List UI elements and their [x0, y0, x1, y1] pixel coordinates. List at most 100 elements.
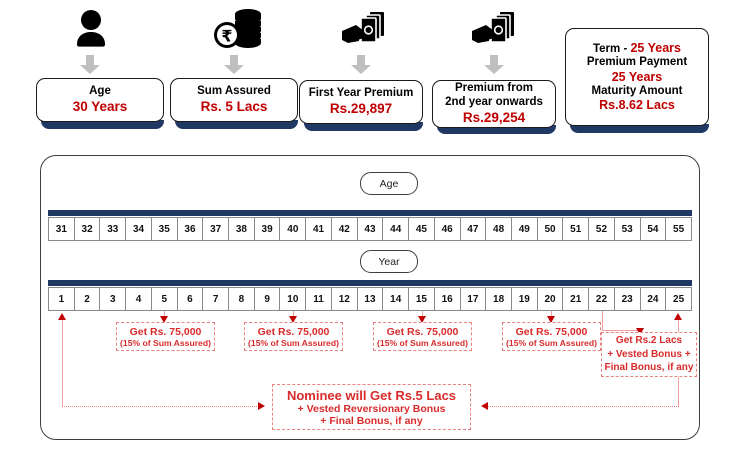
survival-benefit-year-5-title: Get Rs. 75,000: [129, 325, 202, 338]
year-cell-4[interactable]: 4: [126, 287, 152, 311]
year-cell-7[interactable]: 7: [203, 287, 230, 311]
survival-benefit-year-20-title: Get Rs. 75,000: [515, 325, 588, 338]
maturity-benefit-callout: Get Rs.2 Lacs + Vested Bonus + Final Bon…: [601, 332, 697, 377]
year-cell-2[interactable]: 2: [74, 287, 101, 311]
year-cell-11[interactable]: 11: [306, 287, 332, 311]
year-cell-10[interactable]: 10: [280, 287, 307, 311]
summary-term-label: Term -: [592, 42, 628, 55]
summary-premium-payment-value: 25 Years: [611, 70, 663, 85]
age-cell-52[interactable]: 52: [589, 217, 615, 241]
svg-text:₹: ₹: [221, 27, 232, 46]
year-cell-12[interactable]: 12: [331, 287, 358, 311]
age-cell-55[interactable]: 55: [666, 217, 692, 241]
summary-maturity-label: Maturity Amount: [591, 84, 683, 97]
age-cell-31[interactable]: 31: [49, 217, 75, 241]
age-cell-44[interactable]: 44: [383, 217, 410, 241]
age-cell-53[interactable]: 53: [614, 217, 641, 241]
age-cell-49[interactable]: 49: [511, 217, 538, 241]
card-shadow-first-premium: [304, 122, 423, 131]
year-cell-3[interactable]: 3: [100, 287, 127, 311]
year-cell-19[interactable]: 19: [511, 287, 538, 311]
connector-left-to-nominee: [62, 406, 259, 407]
maturity-benefit-line-2: + Vested Bonus +: [607, 348, 691, 360]
year-cell-1[interactable]: 1: [49, 287, 75, 311]
gray-arrow-renewal-premium: [484, 55, 504, 75]
card-renewal-premium: Premium from 2nd year onwards Rs.29,254: [432, 80, 556, 128]
arrowhead-year-25-up: [674, 313, 682, 320]
age-cell-33[interactable]: 33: [100, 217, 127, 241]
year-cell-25[interactable]: 25: [666, 287, 692, 311]
survival-benefit-year-20-subtitle: (15% of Sum Assured): [506, 337, 597, 348]
age-cell-36[interactable]: 36: [177, 217, 204, 241]
year-cell-17[interactable]: 17: [460, 287, 487, 311]
gray-arrow-sum-assured: [224, 55, 244, 75]
connector-year-23-h: [602, 330, 640, 331]
arrowhead-year-10: [289, 316, 297, 323]
gray-arrow-age: [80, 55, 100, 75]
year-cell-21[interactable]: 21: [563, 287, 590, 311]
survival-benefit-year-20: Get Rs. 75,000 (15% of Sum Assured): [502, 322, 601, 351]
year-cell-22[interactable]: 22: [589, 287, 615, 311]
age-cell-45[interactable]: 45: [409, 217, 435, 241]
card-renewal-premium-value: Rs.29,254: [462, 109, 526, 125]
person-icon: [70, 8, 112, 52]
card-age: Age 30 Years: [36, 78, 164, 122]
card-shadow-renewal-premium: [437, 125, 556, 134]
year-cell-9[interactable]: 9: [254, 287, 281, 311]
card-first-premium-value: Rs.29,897: [329, 100, 393, 116]
age-cell-35[interactable]: 35: [151, 217, 178, 241]
year-cell-5[interactable]: 5: [151, 287, 178, 311]
age-cell-42[interactable]: 42: [331, 217, 358, 241]
arrowhead-year-15: [418, 316, 426, 323]
survival-benefit-year-5-subtitle: (15% of Sum Assured): [120, 337, 211, 348]
age-cell-40[interactable]: 40: [280, 217, 307, 241]
year-cell-23[interactable]: 23: [614, 287, 641, 311]
age-cell-51[interactable]: 51: [563, 217, 590, 241]
arrowhead-nominee-left: [258, 402, 265, 410]
arrowhead-year-20: [547, 316, 555, 323]
age-cell-47[interactable]: 47: [460, 217, 487, 241]
year-cell-13[interactable]: 13: [357, 287, 384, 311]
summary-maturity-value: Rs.8.62 Lacs: [599, 98, 675, 113]
card-first-year-premium: First Year Premium Rs.29,897: [299, 80, 423, 124]
year-axis-bar: [48, 280, 692, 286]
card-shadow-summary: [570, 124, 709, 133]
year-axis-pill: Year: [360, 250, 418, 273]
age-cell-37[interactable]: 37: [203, 217, 230, 241]
survival-benefit-year-15: Get Rs. 75,000 (15% of Sum Assured): [373, 322, 472, 351]
card-sum-assured-value: Rs. 5 Lacs: [200, 98, 268, 114]
year-cell-15[interactable]: 15: [409, 287, 435, 311]
age-cell-50[interactable]: 50: [537, 217, 564, 241]
year-cell-24[interactable]: 24: [640, 287, 667, 311]
year-cell-14[interactable]: 14: [383, 287, 410, 311]
age-cell-46[interactable]: 46: [434, 217, 461, 241]
year-cell-6[interactable]: 6: [177, 287, 204, 311]
connector-left-vertical: [62, 319, 63, 407]
card-sum-assured: Sum Assured Rs. 5 Lacs: [170, 78, 298, 122]
age-cell-32[interactable]: 32: [74, 217, 101, 241]
age-cell-54[interactable]: 54: [640, 217, 667, 241]
year-cell-18[interactable]: 18: [486, 287, 512, 311]
connector-right-to-nominee: [487, 406, 679, 407]
maturity-benefit-line-1: Get Rs.2 Lacs: [615, 335, 683, 347]
survival-benefit-year-15-subtitle: (15% of Sum Assured): [377, 337, 468, 348]
summary-premium-payment-label: Premium Payment: [586, 56, 688, 69]
year-cell-8[interactable]: 8: [229, 287, 255, 311]
age-cell-48[interactable]: 48: [486, 217, 512, 241]
survival-benefit-year-10-title: Get Rs. 75,000: [257, 325, 330, 338]
connector-year-23: [602, 311, 603, 331]
year-cell-16[interactable]: 16: [434, 287, 461, 311]
year-cell-20[interactable]: 20: [537, 287, 564, 311]
arrowhead-nominee-right: [481, 402, 488, 410]
summary-term-value: 25 Years: [630, 40, 682, 55]
age-cell-43[interactable]: 43: [357, 217, 384, 241]
age-cell-34[interactable]: 34: [126, 217, 152, 241]
hand-cash-icon-renewal-premium: [470, 9, 522, 51]
age-cell-39[interactable]: 39: [254, 217, 281, 241]
rupee-coins-icon: ₹: [212, 7, 268, 53]
age-cell-41[interactable]: 41: [306, 217, 332, 241]
age-cell-38[interactable]: 38: [229, 217, 255, 241]
death-benefit-line-3: + Final Bonus, if any: [320, 414, 423, 427]
